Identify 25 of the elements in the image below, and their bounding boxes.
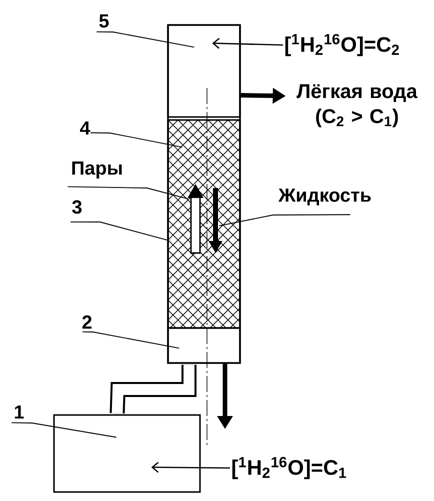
callout-number: 4: [80, 121, 90, 135]
text-label: Пары: [72, 162, 122, 178]
formula-label: [$^{1}$H$_{2}$$^{16}$O]=C$_{2}$: [285, 34, 399, 56]
top-section: [167, 24, 241, 118]
leader-line: [96, 31, 195, 48]
callout-number: 3: [72, 200, 82, 214]
text-label: Жидкость: [278, 188, 371, 206]
callout-number: 5: [99, 14, 109, 28]
flow-label: Лёгкая вода (C$_{2}$ > C$_{1}$): [296, 84, 418, 128]
bottom-section: [167, 327, 241, 364]
arrow: [151, 462, 230, 473]
leader-line: [90, 132, 183, 148]
leader-line: [67, 186, 188, 200]
pipe: [110, 364, 196, 414]
leader-line: [82, 331, 180, 349]
leader-line: [70, 222, 168, 240]
leader-line: [218, 214, 351, 226]
arrow: [212, 38, 283, 49]
formula-label: [$^{1}$H$_{2}$$^{16}$O]=C$_{1}$: [232, 456, 346, 480]
packed-section: [167, 119, 241, 329]
callout-number: 2: [82, 315, 92, 329]
tank: [53, 414, 201, 493]
leader-line: [11, 422, 117, 438]
flow-arrow: [188, 184, 204, 254]
callout-number: 1: [14, 405, 24, 419]
